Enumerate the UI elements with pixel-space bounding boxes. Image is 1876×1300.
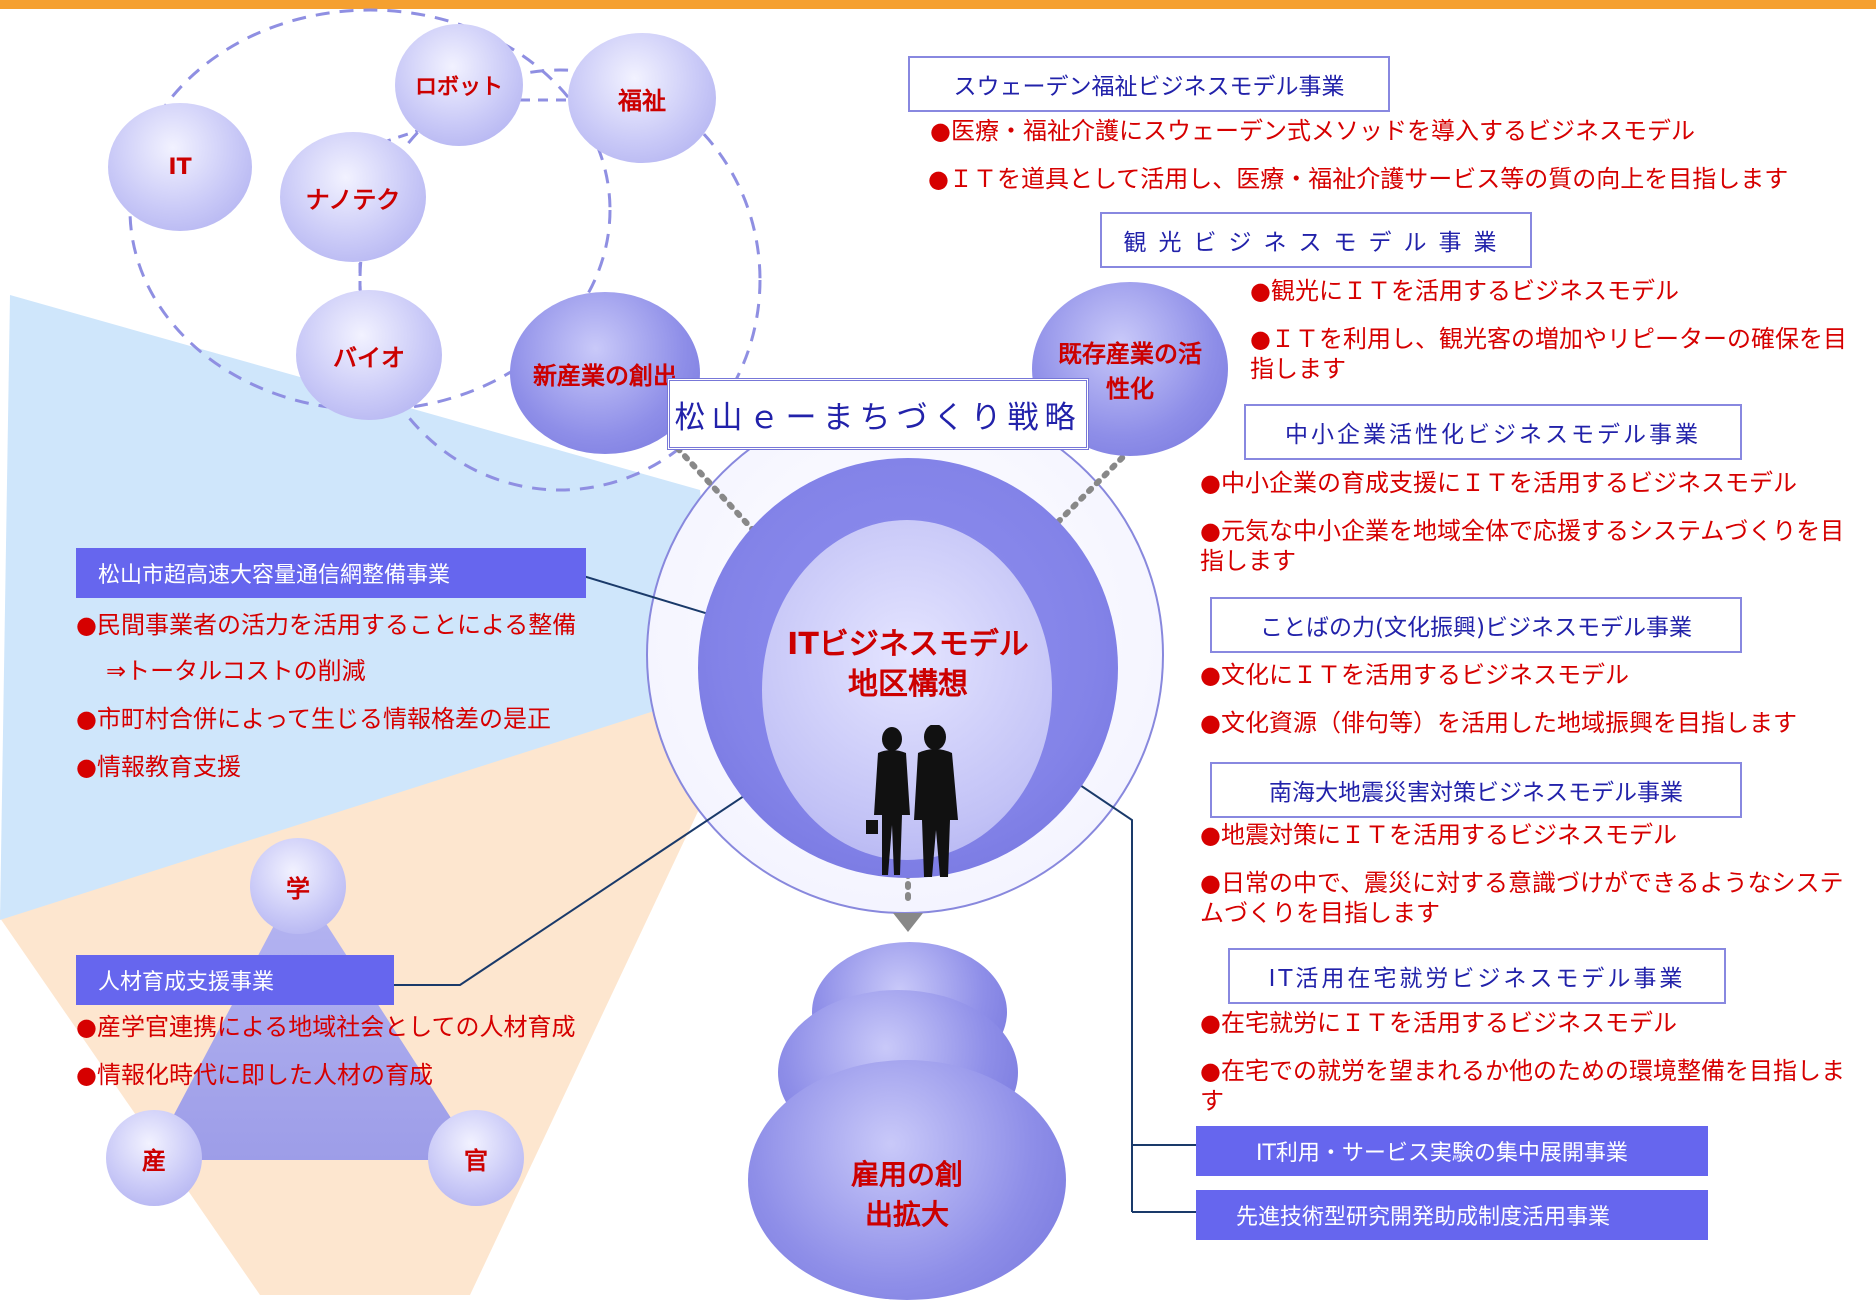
- sme-item: ●元気な中小企業を地域全体で応援するシステムづくりを目指します: [1200, 517, 1845, 575]
- culture-item: ●文化資源（俳句等）を活用した地域振興を目指します: [1200, 709, 1797, 737]
- triangle-shape: [150, 880, 478, 1160]
- hr-item: ●産学官連携による地域社会としての人材育成: [76, 1013, 576, 1041]
- home-item: ●在宅での就労を望まれるか他のための環境整備を目指します: [1200, 1057, 1845, 1115]
- research-grant-bar: 先進技術型研究開発助成制度活用事業: [1196, 1190, 1708, 1240]
- triangle-node-academia: 学: [250, 838, 346, 934]
- quake-project-title: 南海大地震災害対策ビジネスモデル事業: [1210, 762, 1742, 818]
- sme-item: ●中小企業の育成支援にＩＴを活用するビジネスモデル: [1200, 469, 1797, 497]
- quake-item: ●地震対策にＩＴを活用するビジネスモデル: [1200, 821, 1677, 849]
- employment-bubble-bottom: [748, 1060, 1066, 1300]
- down-arrow-head: [893, 913, 923, 932]
- sweden-item: ●医療・福祉介護にスウェーデン式メソッドを導入するビジネスモデル: [930, 117, 1695, 145]
- tourism-project-title: 観光ビジネスモデル事業: [1100, 212, 1532, 268]
- culture-project-title: ことばの力(文化振興)ビジネスモデル事業: [1210, 597, 1742, 653]
- cluster-link: [329, 128, 421, 162]
- center-label: ITビジネスモデル 地区構想: [787, 627, 1029, 702]
- triangle-node-government: 官: [428, 1110, 524, 1206]
- strategy-title: 松山ｅーまちづくり戦略: [674, 399, 1082, 436]
- network-item: ●市町村合併によって生じる情報格差の是正: [76, 705, 552, 733]
- home-item: ●在宅就労にＩＴを活用するビジネスモデル: [1200, 1009, 1677, 1037]
- culture-item: ●文化にＩＴを活用するビジネスモデル: [1200, 661, 1629, 689]
- network-item: ●情報教育支援: [76, 753, 241, 781]
- tourism-item: ●観光にＩＴを活用するビジネスモデル: [1250, 277, 1679, 305]
- sweden-project-title: スウェーデン福祉ビジネスモデル事業: [908, 56, 1390, 112]
- bubble-welfare: 福祉: [568, 33, 716, 163]
- people-silhouette-icon: [866, 725, 958, 877]
- strategy-title-box: 松山ｅーまちづくり戦略: [667, 378, 1089, 450]
- blue-band: [0, 295, 720, 920]
- employment-label: 雇用の創 出拡大: [850, 1158, 963, 1231]
- triangle-node-industry: 産: [106, 1110, 202, 1206]
- bubble-bio: バイオ: [296, 290, 442, 420]
- sme-project-title: 中小企業活性化ビジネスモデル事業: [1244, 404, 1742, 460]
- it-experiment-bar: IT利用・サービス実験の集中展開事業: [1196, 1126, 1708, 1176]
- arrow-hr-to-center: [380, 739, 829, 986]
- cluster-dashed-ring-inner: [358, 68, 762, 492]
- network-item: ●民間事業者の活力を活用することによる整備: [76, 611, 577, 639]
- hr-item: ●情報化時代に即した人材の育成: [76, 1061, 433, 1089]
- bubble-robot: ロボット: [395, 24, 523, 146]
- tourism-item: ●ＩＴを利用し、観光客の増加やリピーターの確保を目指します: [1250, 325, 1847, 383]
- bubble-it: IT: [108, 103, 252, 231]
- home-project-title: IT活用在宅就労ビジネスモデル事業: [1228, 948, 1726, 1004]
- network-item: ⇒トータルコストの削減: [106, 657, 366, 685]
- hr-project-title: 人材育成支援事業: [76, 955, 394, 1005]
- bubble-nanotech: ナノテク: [280, 132, 426, 262]
- network-project-title: 松山市超高速大容量通信網整備事業: [76, 548, 586, 598]
- top-accent-bar: [0, 0, 1876, 9]
- quake-item: ●日常の中で、震災に対する意識づけができるようなシステムづくりを目指します: [1200, 869, 1844, 927]
- sweden-item: ●ＩＴを道具として活用し、医療・福祉介護サービス等の質の向上を目指します: [928, 165, 1789, 193]
